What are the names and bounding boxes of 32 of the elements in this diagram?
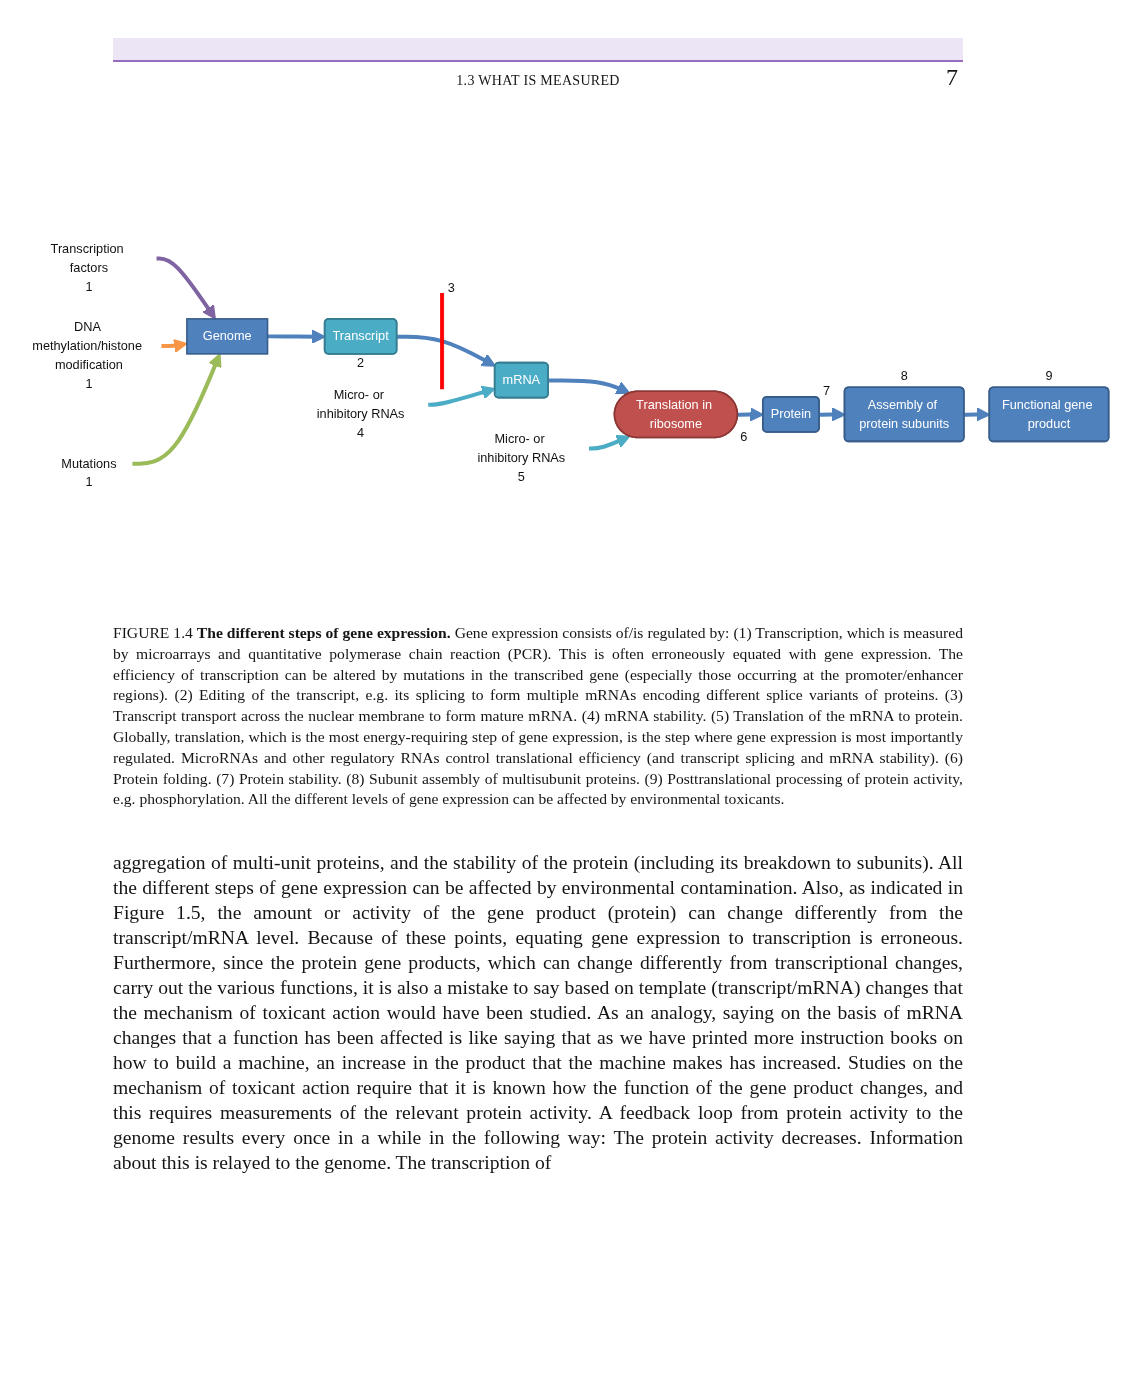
process-ellipse: Translation in ribosome bbox=[613, 390, 739, 439]
node-label: Micro- or inhibitory RNAs bbox=[477, 432, 566, 465]
step-number: 7 bbox=[823, 385, 831, 400]
step-number: 5 bbox=[517, 470, 525, 485]
node-label: Transcription factors bbox=[50, 241, 124, 275]
process-box: Protein bbox=[761, 396, 820, 433]
node-label: Micro- or inhibitory RNAs bbox=[316, 388, 405, 421]
node-label: DNA methylation/histone modification bbox=[32, 319, 142, 372]
arrow bbox=[156, 256, 216, 320]
step-number: 3 bbox=[447, 281, 455, 296]
running-header: 1.3 WHAT IS MEASURED bbox=[456, 73, 620, 89]
step-number: 1 bbox=[85, 377, 93, 392]
step-number: 9 bbox=[1045, 369, 1053, 384]
arrow bbox=[132, 353, 222, 466]
step-number: 8 bbox=[900, 369, 908, 384]
arrow bbox=[588, 435, 631, 451]
process-box: Functional gene product bbox=[988, 386, 1110, 443]
arrow bbox=[397, 334, 496, 367]
arrow bbox=[548, 378, 631, 395]
step-number: 1 bbox=[85, 280, 93, 295]
step-number: 1 bbox=[85, 476, 93, 491]
process-box: Genome bbox=[186, 318, 269, 355]
body-paragraph: aggregation of multi-unit proteins, and the stability of the protein (including its breakdown to subunits). All the different steps of gene expression can be affected by environmental contamination. Also, as indicated in Figure 1.5, the amount or activity of the gene product (protein) can change differently from the transcript/mRNA level. Because of these points, equating gene expression to transcription is erroneous. Furthermore, since the protein gene products, which can change differently from transcriptional changes, carry out the various functions, it is also a mistake to say based on template (transcript/mRNA) changes that the mechanism of toxicant action would have been studied. As an analogy, saying on the basis of mRNA changes that a function has been affected is like saying that as we have printed more instruction books on how to build a machine, an increase in the product that the machine makes has increased. Studies on the mechanism of toxicant action require that it is known how the function of the gene product changes, and this requires measurements of the relevant protein activity. A feedback loop from protein activity to the genome results every once in a while in the following way: The protein activity decreases. Information about this is relayed to the genome. The transcription of bbox=[113, 851, 963, 1176]
step-number: 6 bbox=[740, 430, 748, 445]
node-label: Mutations bbox=[61, 456, 117, 471]
page-number: 7 bbox=[946, 64, 958, 91]
process-box: Transcript bbox=[323, 318, 398, 355]
step-number: 4 bbox=[357, 427, 365, 442]
process-box: mRNA bbox=[493, 362, 549, 399]
step-number: 2 bbox=[357, 357, 365, 372]
figure-caption: FIGURE 1.4 The different steps of gene expression. Gene expression consists of/is regulated by: (1) Transcription, which is measured by microarrays and quantitative polymerase chain reaction (PCR). This is often erroneously equated with gene expression. The efficiency of transcription can be altered by mutations in the transcribed gene (especially those occurring at the promoter/enhancer regions). (2) Editing of the transcript, e.g. its splicing to form multiple mRNAs encoding different splice variants of proteins. (3) Transcript transport across the nuclear membrane to form mature mRNA. (4) mRNA stability. (5) Translation of the mRNA to protein. Globally, translation, which is the most energy-requiring step of gene expression, is the step where gene expression is most importantly regulated. MicroRNAs and other regulatory RNAs control translational efficiency (and transcript splicing and mRNA stability). (6) Protein folding. (7) Protein stability. (8) Subunit assembly of multisubunit proteins. (9) Posttranslational processing of protein activity, e.g. phosphorylation. All the different levels of gene expression can be affected by environmental toxicants. bbox=[113, 623, 963, 810]
process-box: Assembly of protein subunits bbox=[843, 386, 965, 443]
